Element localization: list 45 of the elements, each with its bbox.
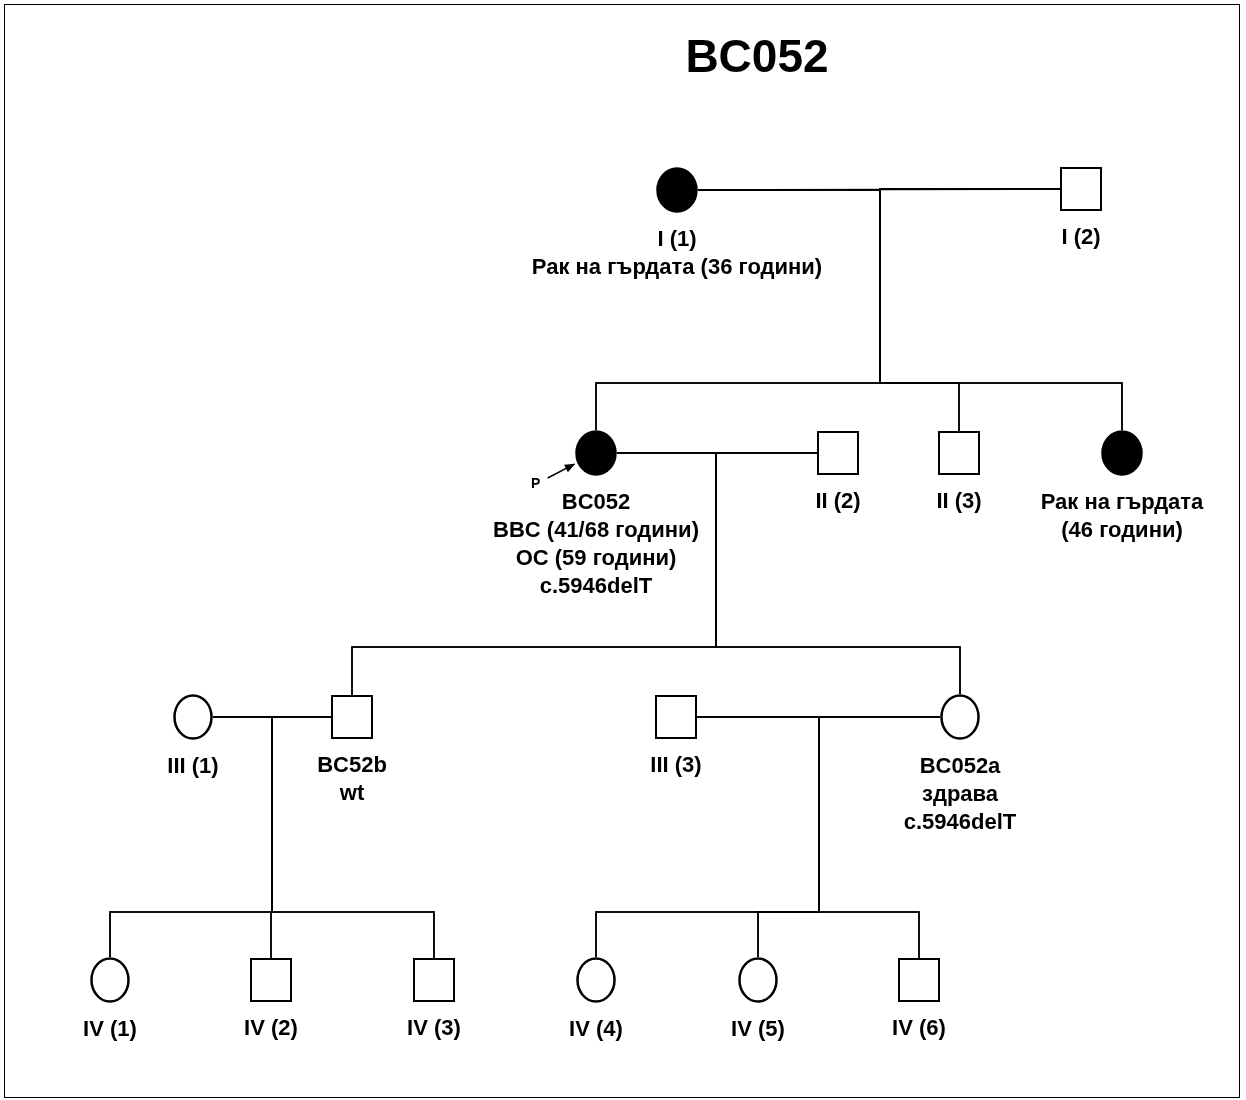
individual-label: IV (5) bbox=[731, 1015, 785, 1043]
individual-label: IV (3) bbox=[407, 1014, 461, 1042]
individual-label: c.5946delT bbox=[539, 572, 653, 600]
individual-label: BC052a bbox=[919, 752, 1001, 780]
individual-label: Рак на гърдата (36 години) bbox=[531, 253, 823, 281]
descent-line bbox=[879, 188, 1123, 431]
individual-label: OC (59 години) bbox=[515, 544, 677, 572]
affected-female-symbol bbox=[656, 167, 698, 213]
diagram-title: BC052 bbox=[685, 29, 829, 84]
affected-female-symbol bbox=[1101, 430, 1143, 476]
individual-label: II (2) bbox=[815, 487, 861, 515]
female-symbol bbox=[940, 694, 980, 740]
male-symbol bbox=[1060, 167, 1102, 211]
female-symbol bbox=[738, 957, 778, 1003]
individual-label: I (2) bbox=[1061, 223, 1101, 251]
affected-female-symbol bbox=[575, 430, 617, 476]
individual-label: IV (6) bbox=[892, 1014, 946, 1042]
female-symbol bbox=[173, 694, 213, 740]
individual-label: Рак на гърдата (46 години) bbox=[1039, 488, 1205, 544]
individual-label: wt bbox=[339, 779, 365, 807]
male-symbol bbox=[655, 695, 697, 739]
individual-label: II (3) bbox=[936, 487, 982, 515]
individual-label: III (3) bbox=[650, 751, 702, 779]
proband-arrow bbox=[546, 463, 576, 479]
male-symbol bbox=[331, 695, 373, 739]
individual-label: IV (1) bbox=[83, 1015, 137, 1043]
female-symbol bbox=[576, 957, 616, 1003]
individual-label: IV (2) bbox=[244, 1014, 298, 1042]
male-symbol bbox=[817, 431, 859, 475]
male-symbol bbox=[250, 958, 292, 1002]
male-symbol bbox=[938, 431, 980, 475]
individual-label: BC52b bbox=[317, 751, 387, 779]
individual-label: III (1) bbox=[167, 752, 219, 780]
male-symbol bbox=[413, 958, 455, 1002]
descent-line bbox=[271, 716, 435, 959]
male-symbol bbox=[898, 958, 940, 1002]
individual-label: BC052 bbox=[561, 488, 631, 516]
proband-marker: P bbox=[531, 474, 541, 492]
descent-line bbox=[715, 452, 961, 695]
individual-label: IV (4) bbox=[569, 1015, 623, 1043]
individual-label: здрава bbox=[922, 780, 998, 808]
individual-label: I (1) bbox=[657, 225, 697, 253]
individual-label: c.5946delT bbox=[903, 808, 1017, 836]
female-symbol bbox=[90, 957, 130, 1003]
individual-label: BBC (41/68 години) bbox=[493, 516, 699, 544]
